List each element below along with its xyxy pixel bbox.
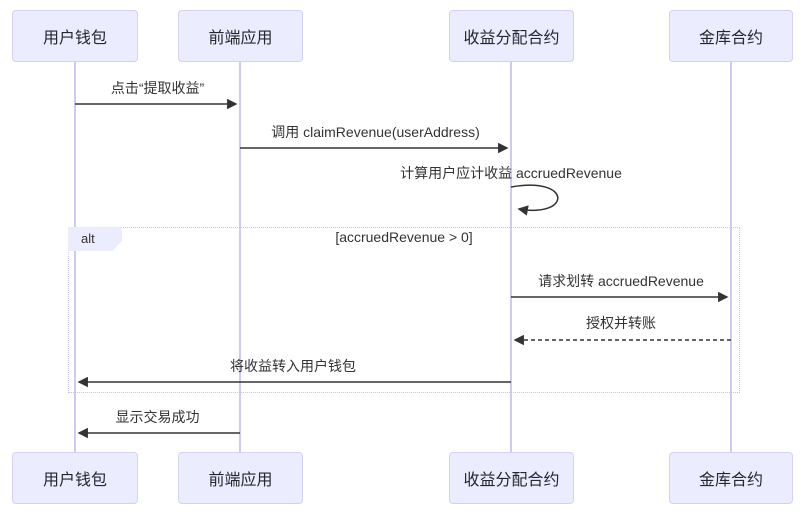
lifeline-revenue-contract [510,62,512,452]
actor-label: 金库合约 [698,472,763,489]
actor-user-wallet-top: 用户钱包 [12,10,138,62]
actor-frontend-app-top: 前端应用 [178,10,303,62]
actor-label: 金库合约 [698,30,763,47]
actor-revenue-contract-top: 收益分配合约 [449,10,574,62]
message-label-call-claim-revenue: 调用 claimRevenue(userAddress) [271,124,480,140]
actor-label: 前端应用 [208,30,273,47]
actor-label: 收益分配合约 [463,472,560,489]
message-label-request-transfer: 请求划转 accruedRevenue [538,273,704,289]
message-label-calc-accrued: 计算用户应计收益 accruedRevenue [400,165,622,181]
alt-operator-label: alt [68,227,122,251]
actor-vault-contract-top: 金库合约 [669,10,793,62]
message-label-authorize-transfer: 授权并转账 [586,315,656,331]
lifeline-vault-contract [730,62,732,452]
actor-label: 用户钱包 [42,30,107,47]
actor-user-wallet-bottom: 用户钱包 [12,452,138,504]
lifeline-frontend-app [239,62,241,452]
actor-label: 前端应用 [208,472,273,489]
message-label-transfer-to-wallet: 将收益转入用户钱包 [230,358,356,374]
actor-vault-contract-bottom: 金库合约 [669,452,793,504]
message-label-show-success: 显示交易成功 [115,409,200,425]
actor-revenue-contract-bottom: 收益分配合约 [449,452,574,504]
actor-label: 收益分配合约 [463,30,560,47]
alt-condition-label: [accruedRevenue > 0] [335,229,473,245]
arrow-self-calc-accrued [510,184,559,216]
message-label-click-withdraw: 点击“提取收益” [110,80,205,96]
actor-frontend-app-bottom: 前端应用 [178,452,303,504]
lifeline-user-wallet [74,62,76,452]
actor-label: 用户钱包 [42,472,107,489]
alt-fragment-frame [68,227,740,393]
